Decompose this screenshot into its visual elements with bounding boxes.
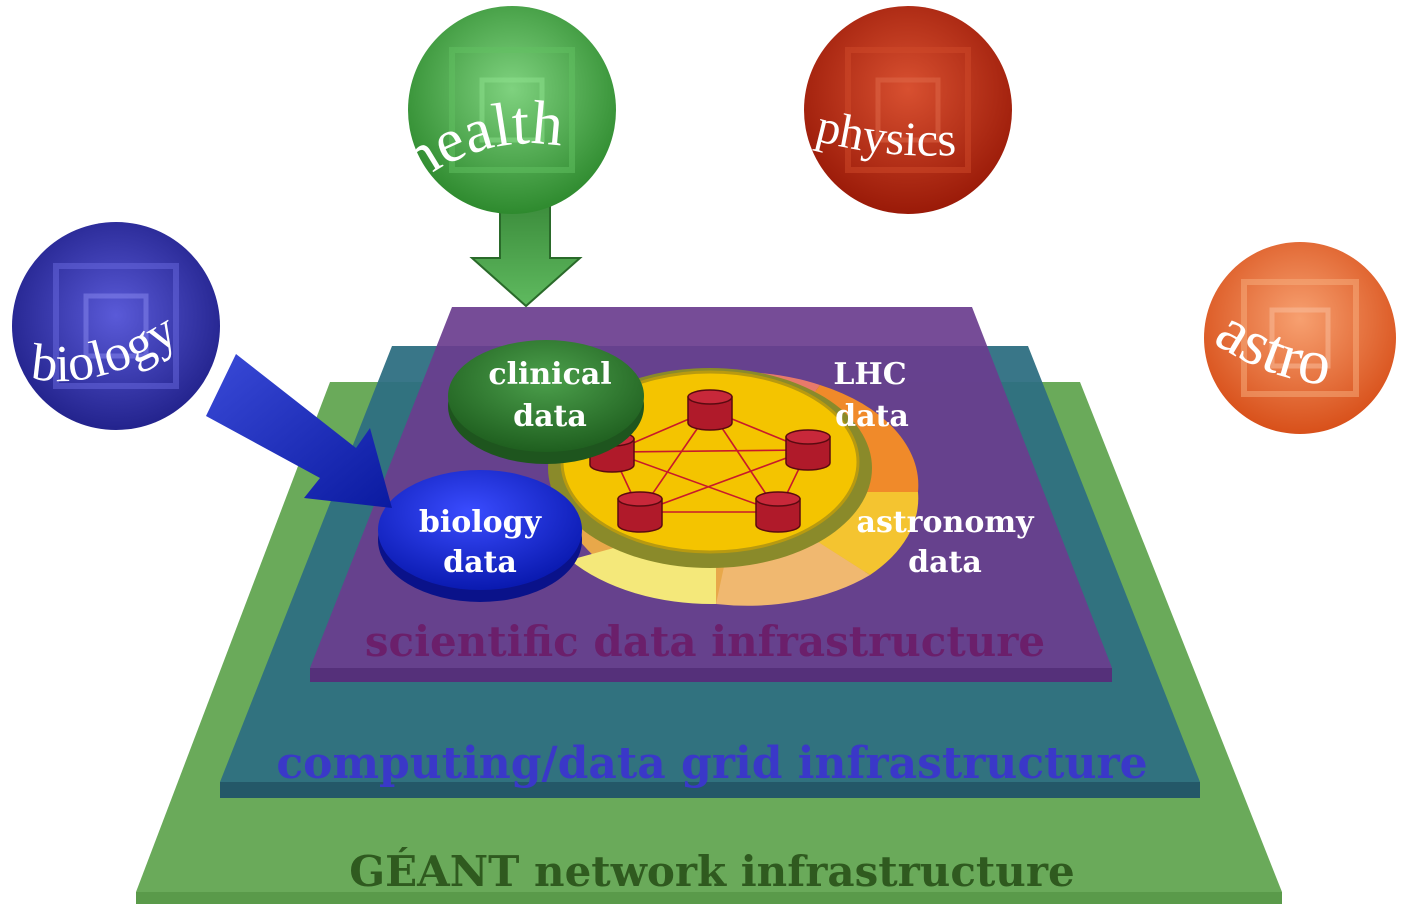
biology-data-label-2: data bbox=[443, 545, 517, 580]
database-icon bbox=[687, 389, 733, 431]
physics-sphere bbox=[804, 6, 1012, 214]
scientific-layer-title: scientific data infrastructure bbox=[365, 617, 1045, 666]
database-icon bbox=[617, 491, 663, 533]
health-sphere bbox=[408, 6, 616, 214]
clinical-data-label-2: data bbox=[513, 399, 587, 434]
lhc-data-label-2: data bbox=[835, 399, 909, 434]
astronomy-data-label-2: data bbox=[908, 545, 982, 580]
biology-sphere bbox=[12, 222, 220, 430]
astro-sphere bbox=[1204, 242, 1396, 434]
biology-arrow bbox=[206, 354, 392, 508]
clinical-data-label-1: clinical bbox=[488, 357, 611, 392]
lhc-data-label-1: LHC bbox=[833, 357, 906, 392]
database-icon bbox=[785, 429, 831, 471]
biology-data-disc bbox=[378, 470, 582, 602]
grid-layer-title: computing/data grid infrastructure bbox=[276, 738, 1147, 789]
astronomy-data-label-1: astronomy bbox=[857, 505, 1036, 540]
database-icon bbox=[755, 491, 801, 533]
clinical-data-disc bbox=[448, 340, 644, 464]
health-arrow bbox=[469, 197, 583, 308]
network-layer-title: GÉANT network infrastructure bbox=[349, 846, 1074, 896]
biology-data-label-1: biology bbox=[419, 505, 543, 540]
